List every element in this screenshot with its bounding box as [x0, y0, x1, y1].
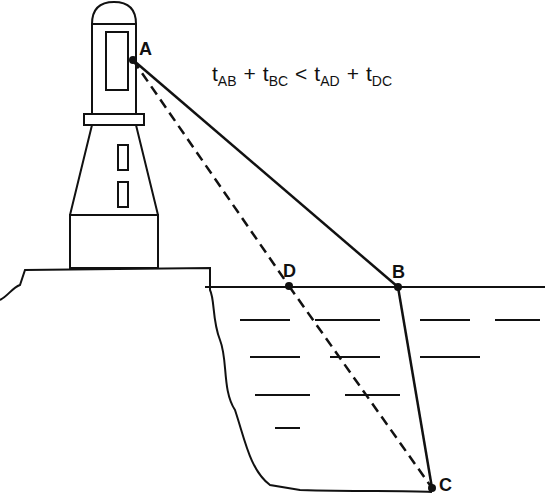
- formula: tAB+tBC<tAD+tDC: [212, 62, 392, 86]
- point-label: D: [283, 262, 296, 280]
- point-dot: [428, 484, 436, 492]
- point-dot: [394, 283, 402, 291]
- tower-window: [118, 145, 128, 170]
- point-label: B: [392, 263, 405, 281]
- cliff-outline: [0, 268, 432, 492]
- point-dot: [285, 282, 293, 290]
- formula-subscript: AB: [218, 73, 237, 89]
- point-label: A: [139, 40, 152, 58]
- formula-operator: <: [295, 62, 307, 86]
- formula-subscript: AD: [320, 73, 339, 89]
- formula-symbol: t: [212, 62, 218, 86]
- lantern-window: [106, 32, 128, 90]
- formula-symbol: t: [263, 62, 269, 86]
- point-label: C: [439, 476, 452, 494]
- formula-symbol: t: [314, 62, 320, 86]
- lighthouse-dome: [92, 2, 136, 24]
- lighthouse-gallery: [84, 114, 144, 125]
- formula-operator: +: [244, 62, 256, 86]
- formula-operator: +: [347, 62, 359, 86]
- formula-subscript: BC: [269, 73, 288, 89]
- lighthouse-tower: [70, 125, 158, 215]
- point-dot: [129, 56, 137, 64]
- ray-DC: [289, 286, 432, 488]
- lighthouse-base: [70, 215, 158, 268]
- lighthouse-lantern: [92, 24, 136, 114]
- water-surface: [205, 286, 545, 288]
- ray-AB: [133, 60, 398, 287]
- water-lines: [240, 320, 540, 428]
- ray-AD: [133, 60, 289, 286]
- tower-window: [118, 182, 128, 207]
- ray-BC: [398, 287, 432, 488]
- formula-symbol: t: [366, 62, 372, 86]
- formula-subscript: DC: [372, 73, 392, 89]
